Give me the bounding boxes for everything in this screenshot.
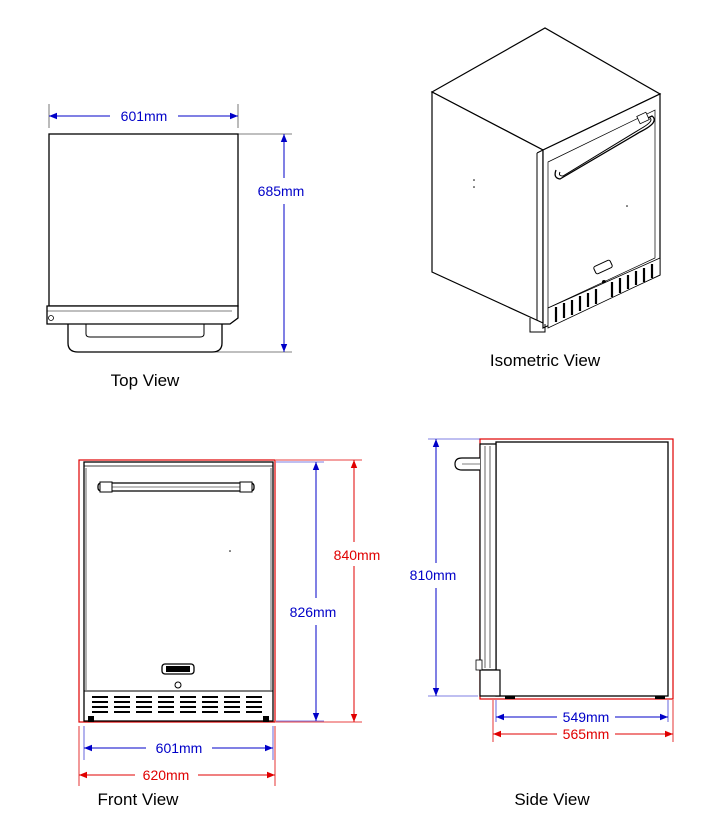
- iso-badge: [593, 259, 613, 275]
- top-view: 601mm 685mm Top View: [46, 104, 305, 390]
- isometric-view: Isometric View: [430, 27, 662, 370]
- front-height-cabinet-label: 826mm: [290, 604, 337, 620]
- top-door: [46, 305, 239, 325]
- front-width-total-label: 620mm: [143, 767, 190, 783]
- front-envelope: [78, 459, 276, 723]
- top-handle: [67, 324, 223, 353]
- side-view: 810mm 549mm 565mm Side View: [410, 438, 674, 809]
- side-cabinet: [495, 441, 669, 697]
- front-lock: [174, 681, 182, 689]
- front-view: 826mm 840mm 601mm 620mm Front View: [78, 459, 381, 809]
- front-cabinet: [83, 461, 274, 722]
- iso-grille: [547, 257, 661, 329]
- top-hinge: [48, 315, 54, 321]
- side-kickplate: [479, 669, 501, 697]
- side-depth-cabinet-label: 549mm: [563, 709, 610, 725]
- front-height-total-label: 840mm: [334, 547, 381, 563]
- top-depth-label: 685mm: [258, 183, 305, 199]
- side-depth-total-label: 565mm: [563, 726, 610, 742]
- side-height-label: 810mm: [410, 567, 457, 583]
- side-view-caption: Side View: [514, 790, 590, 809]
- front-view-caption: Front View: [98, 790, 180, 809]
- side-door: [479, 443, 497, 671]
- front-width-cabinet-label: 601mm: [156, 740, 203, 756]
- iso-handle: [554, 115, 655, 180]
- top-width-label: 601mm: [121, 108, 168, 124]
- top-cabinet: [48, 133, 239, 307]
- front-grille: [92, 696, 262, 713]
- top-view-caption: Top View: [111, 371, 180, 390]
- isometric-view-caption: Isometric View: [490, 351, 601, 370]
